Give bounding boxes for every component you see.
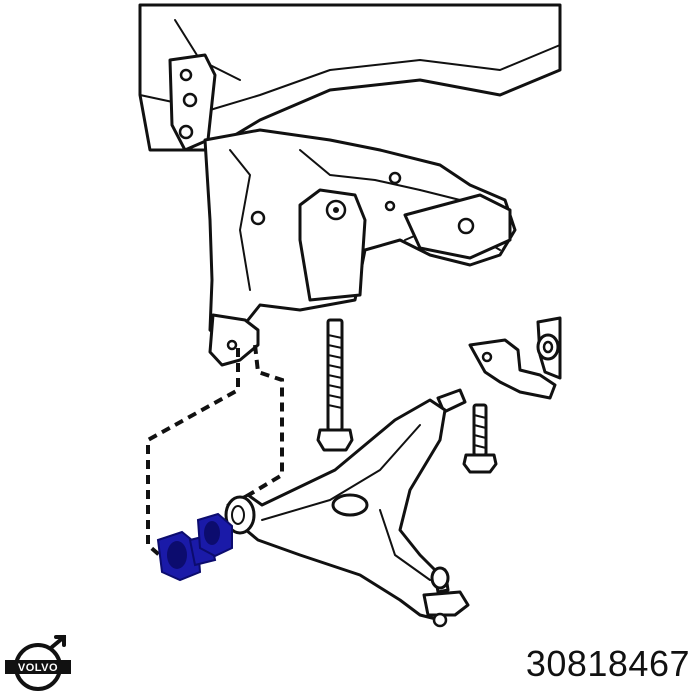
- volvo-arrow-icon: [50, 635, 66, 649]
- subframe-bolt: [316, 318, 354, 452]
- volvo-logo-band: [5, 660, 71, 674]
- volvo-logo: VOLVO: [5, 635, 71, 691]
- subframe: [138, 3, 562, 367]
- highlighted-bushing: [156, 512, 233, 582]
- part-number: 30818467: [525, 643, 690, 684]
- bracket-bolt: [462, 403, 498, 474]
- rear-mount-bushing: [468, 316, 562, 400]
- alignment-guides: [146, 344, 284, 562]
- volvo-logo-text: VOLVO: [18, 662, 58, 674]
- ball-joint: [422, 566, 470, 628]
- control-arm: [224, 388, 467, 622]
